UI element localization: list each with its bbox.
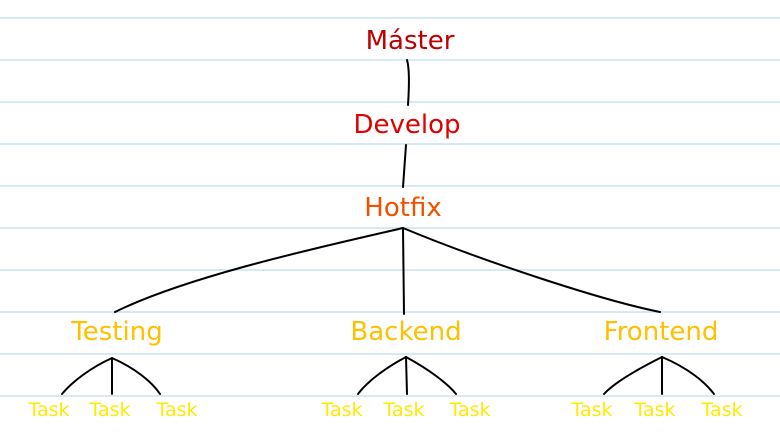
node-testing-task-1: Task [28,399,70,421]
edge-hotfix-backend [402,227,405,315]
edge-master-develop [406,59,410,106]
node-testing-task-2: Task [89,399,131,421]
node-hotfix: Hotfix [364,193,442,223]
edge-develop-hotfix [402,144,407,188]
edge-backend-task-3 [405,356,457,395]
node-backend-task-1: Task [321,399,363,421]
node-testing-task-3: Task [156,399,198,421]
node-frontend-task-2: Task [634,399,676,421]
node-backend-task-2: Task [383,399,425,421]
node-frontend-task-3: Task [701,399,743,421]
edge-hotfix-testing [114,227,404,313]
edge-frontend-task-1 [603,356,663,395]
edge-hotfix-frontend [402,227,661,313]
node-master: Máster [365,26,455,56]
edge-frontend-task-3 [661,356,715,395]
edge-testing-task-3 [111,357,161,395]
node-backend: Backend [350,317,462,347]
edge-backend-task-1 [357,356,407,395]
node-testing: Testing [71,317,163,347]
node-develop: Develop [353,110,461,140]
node-frontend-task-1: Task [571,399,613,421]
node-frontend: Frontend [603,317,719,347]
edge-testing-task-1 [61,357,113,395]
node-backend-task-3: Task [449,399,491,421]
edge-backend-task-2 [405,356,408,395]
